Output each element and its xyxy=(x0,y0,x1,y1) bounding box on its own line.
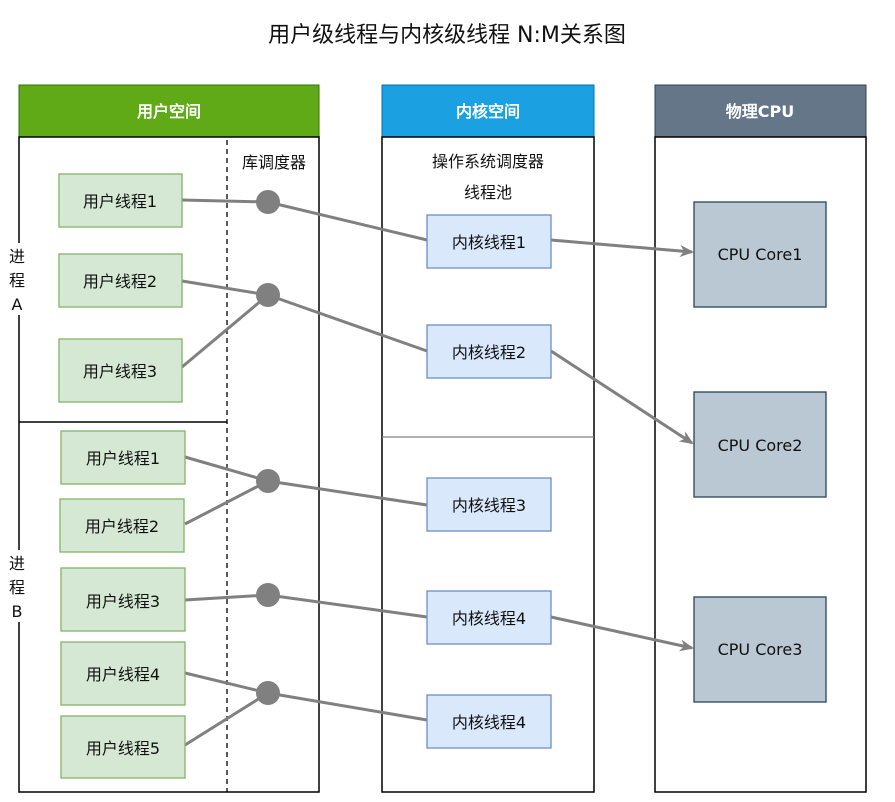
user-thread-box[interactable]: 用户线程3 xyxy=(58,338,183,403)
process-a-threads: 用户线程1 用户线程2 用户线程3 xyxy=(58,173,183,403)
kernel-thread-label: 内核线程2 xyxy=(452,343,526,362)
connector-line xyxy=(181,279,269,297)
user-space-header-label: 用户空间 xyxy=(137,102,201,121)
connector-line xyxy=(267,479,428,507)
process-a-label-bg xyxy=(6,243,28,315)
scheduler-dots xyxy=(256,190,280,705)
user-thread-label: 用户线程5 xyxy=(86,739,160,758)
cpu-core-box[interactable]: CPU Core1 xyxy=(693,201,827,308)
kernel-thread-box[interactable]: 内核线程4 xyxy=(426,694,552,749)
connector-line xyxy=(267,691,428,722)
scheduler-dot xyxy=(256,283,280,307)
cpu-cores: CPU Core1 CPU Core2 CPU Core3 xyxy=(693,201,827,703)
user-thread-box[interactable]: 用户线程4 xyxy=(60,641,186,706)
scheduler-dot xyxy=(256,583,280,607)
user-thread-label: 用户线程3 xyxy=(83,362,157,381)
scheduler-dot xyxy=(256,681,280,705)
user-thread-label: 用户线程2 xyxy=(83,272,157,291)
kernel-thread-label: 内核线程4 xyxy=(452,609,526,628)
process-a-label-char: 进 xyxy=(9,247,25,266)
library-scheduler-label: 库调度器 xyxy=(242,153,306,172)
user-space-header xyxy=(18,84,320,138)
kernel-thread-label: 内核线程3 xyxy=(452,496,526,515)
process-b-threads: 用户线程1 用户线程2 用户线程3 用户线程4 用户线程5 xyxy=(59,430,186,779)
kernel-thread-box[interactable]: 内核线程2 xyxy=(426,324,552,379)
process-b-label-bg xyxy=(6,550,28,622)
kernel-thread-label: 内核线程1 xyxy=(452,233,526,252)
scheduler-dot xyxy=(256,469,280,493)
kernel-space-header-label: 内核空间 xyxy=(456,102,520,121)
diagram-title: 用户级线程与内核级线程 N:M关系图 xyxy=(268,23,626,48)
connector-arrow xyxy=(550,615,694,652)
connector-line xyxy=(181,198,269,204)
cpu-header xyxy=(654,84,867,138)
user-thread-box[interactable]: 用户线程2 xyxy=(58,253,183,308)
user-thread-box[interactable]: 用户线程1 xyxy=(58,173,183,228)
connector-line xyxy=(267,293,428,353)
kernel-space-body xyxy=(381,136,595,793)
kernel-thread-box[interactable]: 内核线程4 xyxy=(426,590,552,645)
kernel-thread-label: 内核线程4 xyxy=(452,713,526,732)
kernel-threads: 内核线程1 内核线程2 内核线程3 内核线程4 内核线程4 xyxy=(426,214,552,749)
process-b-label-char: B xyxy=(12,602,23,621)
user-thread-label: 用户线程3 xyxy=(86,592,160,611)
user-thread-box[interactable]: 用户线程5 xyxy=(60,715,186,779)
connector-line xyxy=(181,293,269,369)
user-thread-label: 用户线程4 xyxy=(86,665,160,684)
user-thread-label: 用户线程1 xyxy=(83,192,157,211)
connectors xyxy=(181,198,694,747)
cpu-panel: 物理CPU xyxy=(654,84,867,793)
kernel-space-header xyxy=(381,84,595,138)
cpu-core-box[interactable]: CPU Core3 xyxy=(693,596,827,703)
user-thread-box[interactable]: 用户线程2 xyxy=(59,498,185,553)
connector-line xyxy=(267,593,428,619)
process-b-label-char: 程 xyxy=(9,578,25,597)
connector-line xyxy=(267,200,428,242)
user-thread-label: 用户线程2 xyxy=(85,517,159,536)
user-space-body xyxy=(18,136,320,793)
cpu-body xyxy=(654,136,867,793)
cpu-core-label: CPU Core2 xyxy=(718,436,803,455)
user-thread-label: 用户线程1 xyxy=(86,449,160,468)
connector-line xyxy=(184,691,269,747)
kernel-space-panel: 内核空间 操作系统调度器 线程池 xyxy=(381,84,595,793)
cpu-header-label: 物理CPU xyxy=(726,102,794,121)
os-scheduler-label: 操作系统调度器 xyxy=(432,152,544,171)
connector-arrow xyxy=(550,238,694,257)
connector-line xyxy=(184,479,269,526)
process-b-label-char: 进 xyxy=(9,554,25,573)
connector-line xyxy=(184,455,269,483)
connector-line xyxy=(184,593,269,602)
user-thread-box[interactable]: 用户线程3 xyxy=(60,567,186,632)
cpu-core-label: CPU Core1 xyxy=(718,245,803,264)
cpu-core-label: CPU Core3 xyxy=(718,640,803,659)
user-space-panel: 用户空间 库调度器 进 程 A 进 程 B xyxy=(6,84,320,793)
connector-line xyxy=(184,671,269,695)
user-thread-box[interactable]: 用户线程1 xyxy=(60,430,186,485)
process-a-label-char: 程 xyxy=(9,271,25,290)
kernel-thread-box[interactable]: 内核线程1 xyxy=(426,214,552,269)
kernel-thread-box[interactable]: 内核线程3 xyxy=(426,477,552,532)
process-a-label-char: A xyxy=(12,295,23,314)
cpu-core-box[interactable]: CPU Core2 xyxy=(693,391,827,498)
connector-arrow xyxy=(550,349,694,445)
scheduler-dot xyxy=(256,190,280,214)
thread-pool-label: 线程池 xyxy=(464,183,512,202)
